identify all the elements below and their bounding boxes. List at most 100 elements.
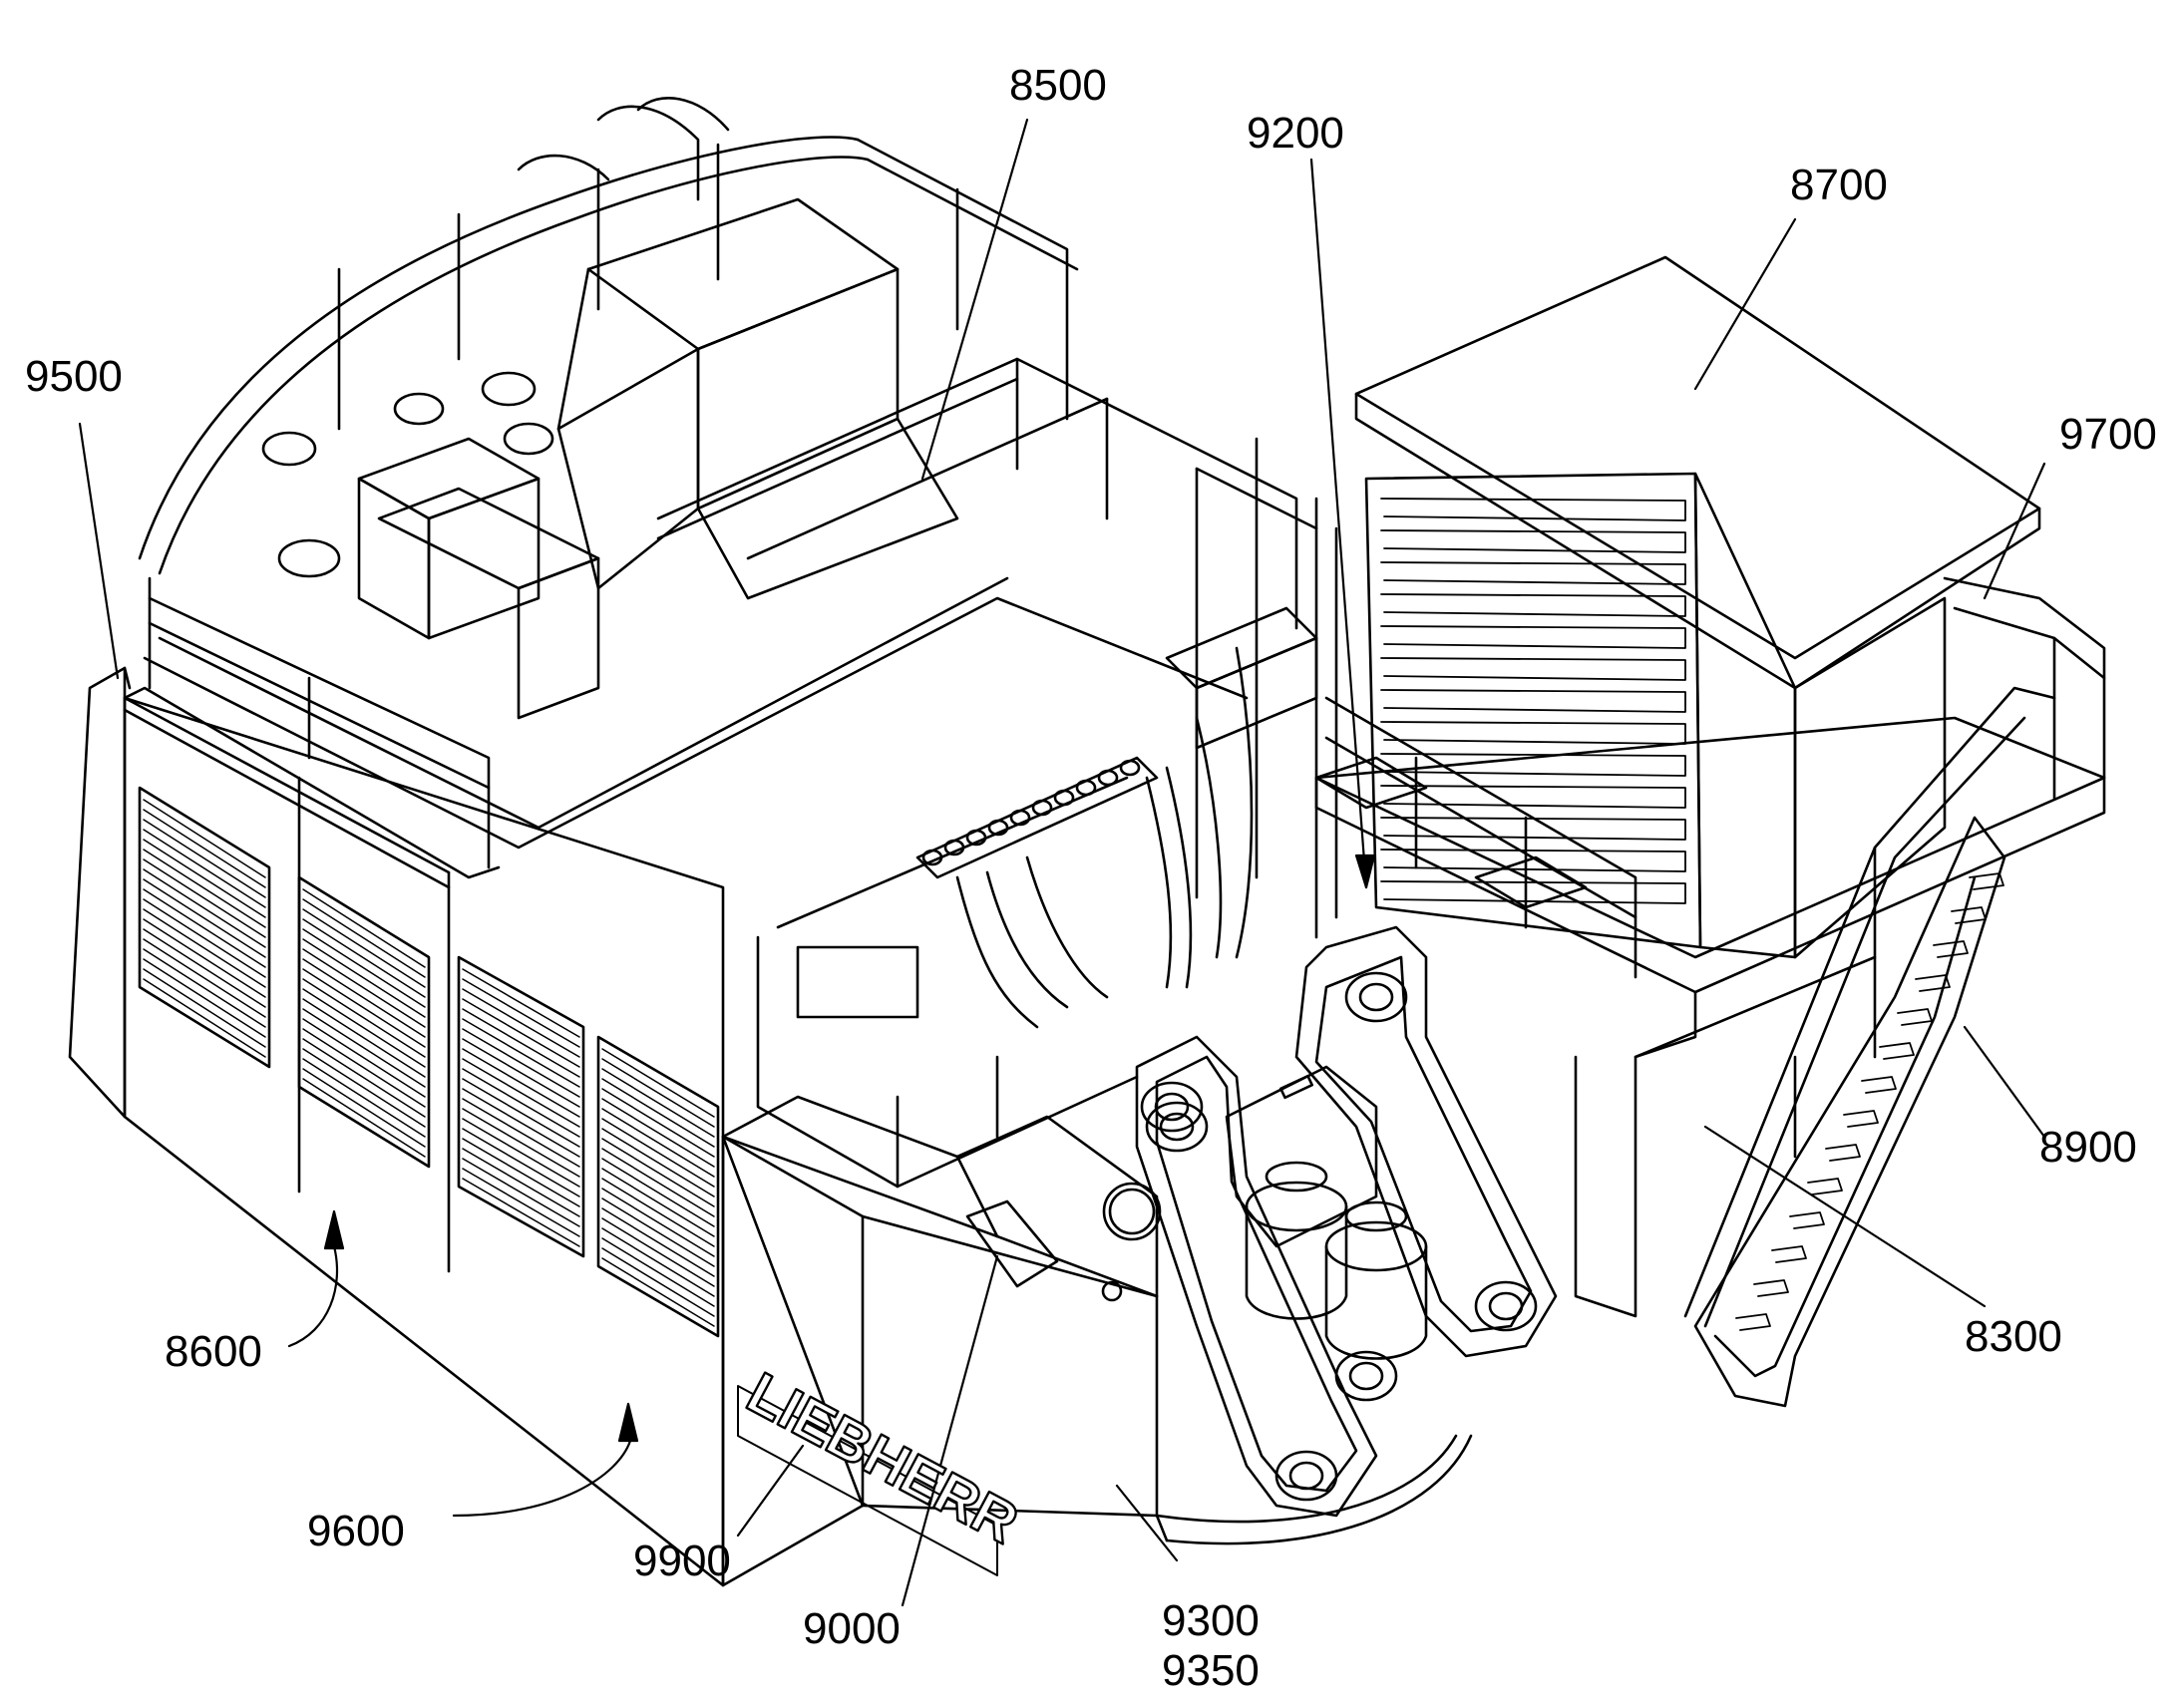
louver-slat: [602, 1179, 714, 1246]
pin-boss: [1336, 1352, 1396, 1400]
label-9350: 9350: [1162, 1646, 1260, 1695]
louver-slat: [602, 1079, 714, 1147]
vent-slat: [1381, 594, 1685, 616]
louver-slat: [303, 1039, 425, 1117]
vent-slat: [1381, 658, 1685, 680]
leader-lines: [80, 120, 2044, 1605]
louver-slat: [144, 939, 265, 1017]
louver-slat: [144, 929, 265, 1007]
louver-slat: [144, 800, 265, 877]
louver-slat: [602, 1069, 714, 1137]
louver-slat: [602, 1059, 714, 1127]
louver-slat: [303, 1079, 425, 1157]
louver-slat: [144, 979, 265, 1057]
label-8600: 8600: [165, 1327, 262, 1376]
valve-ring: [1121, 761, 1139, 775]
label-9900: 9900: [633, 1537, 731, 1585]
louver-slat: [463, 1179, 579, 1246]
louver-slat: [303, 959, 425, 1037]
stair-tread: [1736, 1314, 1770, 1330]
louver-slat: [463, 1009, 579, 1077]
louver-slat: [303, 969, 425, 1047]
louver-slat: [463, 1059, 579, 1127]
louver-slat: [602, 1258, 714, 1326]
pin-boss: [1147, 1103, 1207, 1151]
louver-slat: [602, 1089, 714, 1157]
louver-slat: [303, 1009, 425, 1087]
louver-slat: [144, 959, 265, 1037]
louver-slat: [303, 909, 425, 987]
louver-slat: [602, 1189, 714, 1256]
vent-slat: [1381, 881, 1685, 903]
label-8700: 8700: [1790, 161, 1888, 209]
louver-slat: [144, 879, 265, 957]
louver-slat: [463, 1089, 579, 1157]
louver-slat: [463, 979, 579, 1047]
louver-slat: [303, 1049, 425, 1127]
stair-tread: [1898, 1009, 1932, 1025]
central-machinery: [758, 439, 1336, 1187]
louver-slat: [144, 969, 265, 1047]
louver-slat: [144, 919, 265, 997]
label-9000: 9000: [803, 1604, 901, 1653]
louver-slat: [144, 949, 265, 1027]
louver-slat: [463, 1109, 579, 1177]
vent-slat: [1381, 562, 1685, 584]
louver-slat: [144, 810, 265, 887]
label-9500: 9500: [25, 352, 123, 401]
right-module: [1316, 257, 2104, 1316]
vent-slat: [1381, 499, 1685, 520]
louver-slat: [303, 889, 425, 967]
louver-slat: [303, 1069, 425, 1147]
reference-labels: 8500 9200 8700 9500 9700 8900 8300 8600 …: [25, 61, 2157, 1695]
louver-slat: [303, 1019, 425, 1097]
louver-grille-1: [140, 788, 269, 1067]
louver-slat: [463, 1049, 579, 1117]
upper-deck: [140, 98, 1316, 867]
louver-slat: [602, 1198, 714, 1266]
louver-slat: [463, 1129, 579, 1196]
louver-slat: [602, 1238, 714, 1306]
louver-slat: [602, 1119, 714, 1187]
louver-slat: [303, 979, 425, 1057]
pin-boss: [1276, 1452, 1336, 1500]
stairway: [1685, 688, 2054, 1406]
louver-slat: [463, 1119, 579, 1187]
louver-slat: [463, 1069, 579, 1137]
label-9700: 9700: [2059, 410, 2157, 459]
louver-slat: [303, 949, 425, 1027]
louver-slat: [602, 1228, 714, 1296]
stair-tread: [1790, 1212, 1824, 1228]
stair-tread: [1844, 1111, 1878, 1127]
pin-bore: [1156, 1094, 1188, 1120]
louver-slat: [602, 1099, 714, 1167]
vent-slat: [1381, 690, 1685, 712]
louver-grille-2: [299, 877, 429, 1167]
logo-panel: [738, 1386, 997, 1575]
louver-slat: [144, 859, 265, 937]
pin-bore: [1350, 1363, 1382, 1389]
vent-slat: [1381, 850, 1685, 871]
vent-slat: [1381, 530, 1685, 552]
pin-boss: [1346, 973, 1406, 1021]
label-8900: 8900: [2039, 1123, 2137, 1172]
louver-slat: [602, 1049, 714, 1117]
louver-slat: [144, 909, 265, 987]
louver-slat: [303, 899, 425, 977]
valve-ring: [989, 821, 1007, 835]
stair-tread: [1952, 907, 1986, 923]
louver-slat: [602, 1139, 714, 1206]
stair-tread: [1880, 1043, 1914, 1059]
left-housing: [70, 668, 1160, 1585]
louver-slat: [144, 840, 265, 917]
louver-slat: [144, 830, 265, 907]
louver-slat: [463, 1039, 579, 1107]
pin-bore: [1360, 984, 1392, 1010]
louver-slat: [602, 1109, 714, 1177]
vent-slat: [1381, 722, 1685, 744]
vent-slat: [1381, 754, 1685, 776]
stair-tread: [1808, 1179, 1842, 1195]
louver-slat: [463, 1079, 579, 1147]
